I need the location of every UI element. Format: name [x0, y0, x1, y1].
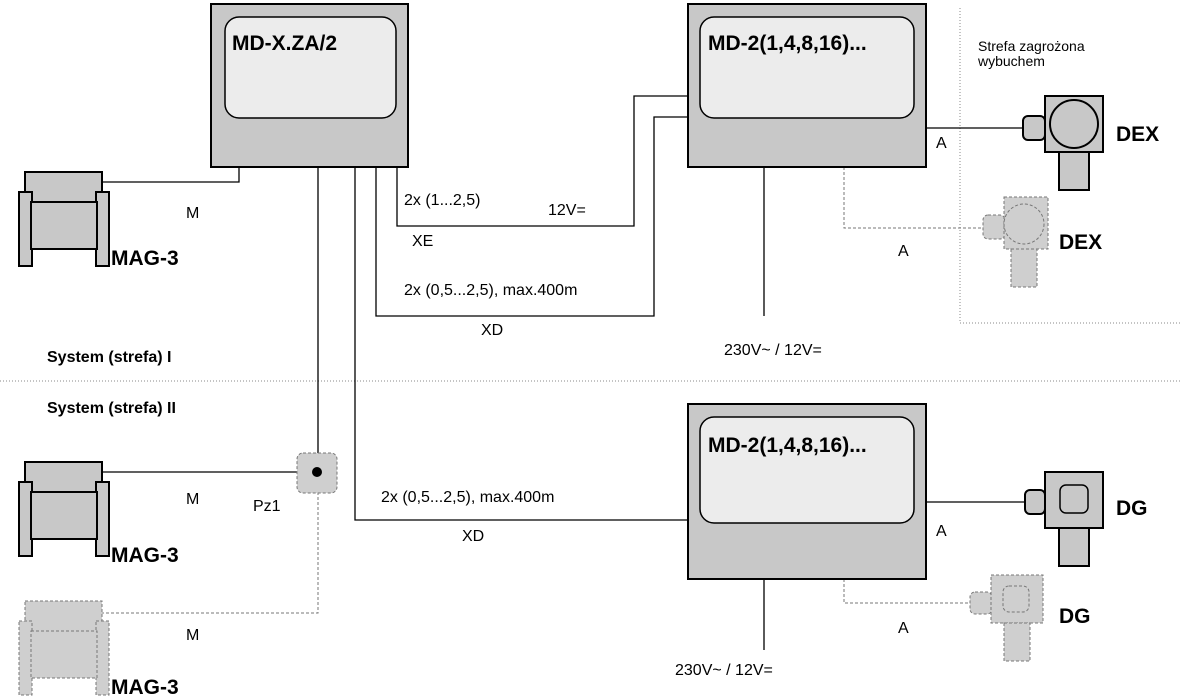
label-xe: XE: [412, 233, 433, 250]
label-a-dex1: A: [936, 135, 947, 152]
dg-detector-1: DG: [1024, 471, 1148, 567]
top-controller-title: MD-2(1,4,8,16)...: [708, 32, 867, 55]
wire-xd-bottom: [354, 167, 690, 521]
dex-detector-1: DEX: [1022, 95, 1159, 191]
system-two-label: System (strefa) II: [47, 400, 176, 417]
label-m-top: M: [186, 205, 199, 222]
label-a-dex2: A: [898, 243, 909, 260]
wire-xe: [396, 95, 690, 227]
dex-1-label: DEX: [1116, 123, 1159, 146]
top-controller: MD-2(1,4,8,16)...: [687, 3, 927, 168]
dg-detector-2: DG: [969, 574, 1091, 662]
label-xd-spec-bottom: 2x (0,5...2,5), max.400m: [381, 489, 554, 506]
label-a-dg1: A: [936, 523, 947, 540]
label-power-top: 230V~ / 12V=: [724, 342, 822, 359]
main-controller-title: MD-X.ZA/2: [232, 32, 337, 55]
dg-2-label: DG: [1059, 605, 1091, 628]
bottom-controller: MD-2(1,4,8,16)...: [687, 403, 927, 580]
hazard-zone-label-line1: Strefa zagrożona: [978, 38, 1085, 54]
junction-pz1: Pz1: [253, 452, 338, 515]
label-xd-top: XD: [481, 322, 503, 339]
wire-m-bottom: [101, 490, 319, 614]
bottom-controller-title: MD-2(1,4,8,16)...: [708, 434, 867, 457]
label-power-bottom: 230V~ / 12V=: [675, 662, 773, 679]
label-xe-spec: 2x (1...2,5): [404, 192, 480, 209]
label-xd-spec-top: 2x (0,5...2,5), max.400m: [404, 282, 577, 299]
label-m-bottom: M: [186, 627, 199, 644]
mag3-mid-label: MAG-3: [111, 544, 179, 567]
label-xd-bottom: XD: [462, 528, 484, 545]
wire-a-dg2: [843, 579, 973, 604]
pz1-label: Pz1: [253, 498, 281, 515]
label-12v: 12V=: [548, 202, 586, 219]
wire-a-dex2: [843, 167, 986, 229]
label-m-mid: M: [186, 491, 199, 508]
system-one-label: System (strefa) I: [47, 349, 172, 366]
main-controller: MD-X.ZA/2: [210, 3, 409, 168]
wire-xd-top: [375, 116, 690, 317]
mag3-mid: MAG-3: [18, 461, 179, 567]
dex-2-label: DEX: [1059, 231, 1102, 254]
hazard-zone-border: [959, 8, 1182, 324]
mag3-bottom-label: MAG-3: [111, 676, 179, 699]
wire-m-top: [101, 167, 240, 183]
label-a-dg2: A: [898, 620, 909, 637]
mag3-bottom: MAG-3: [18, 600, 179, 699]
mag3-top: MAG-3: [18, 171, 179, 270]
dg-1-label: DG: [1116, 497, 1148, 520]
mag3-top-label: MAG-3: [111, 247, 179, 270]
dex-detector-2: DEX: [982, 196, 1102, 288]
hazard-zone-label-line2: wybuchem: [977, 53, 1045, 69]
